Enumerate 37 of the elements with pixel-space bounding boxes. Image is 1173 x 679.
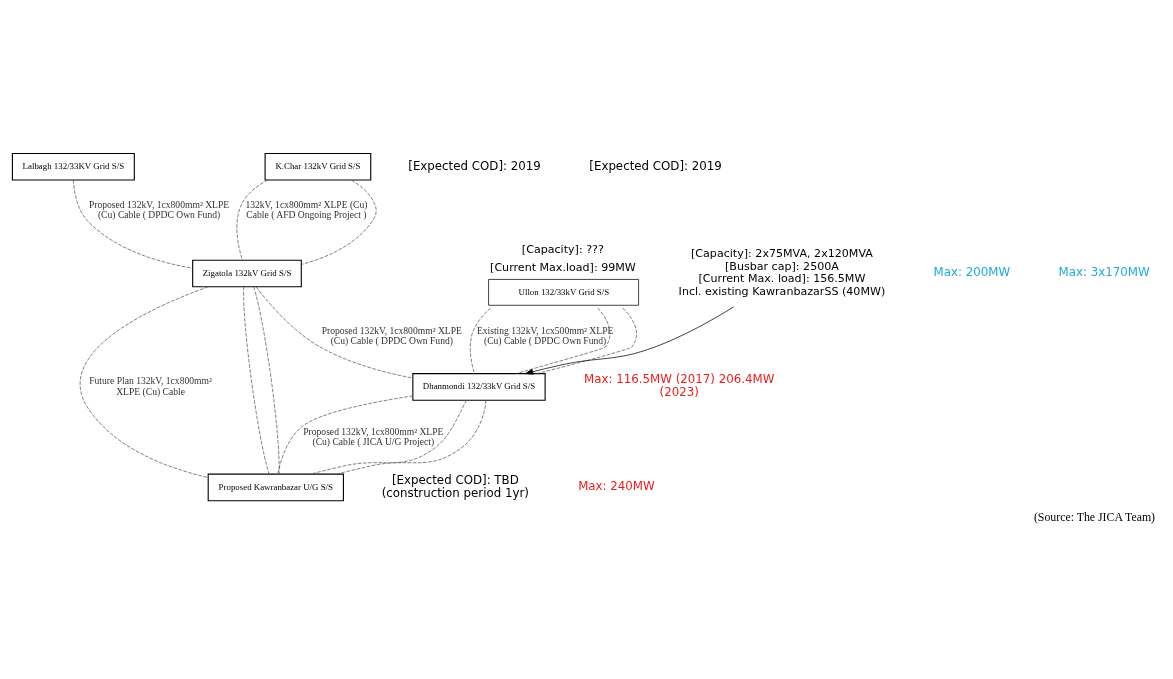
edge-label: Future Plan 132kV, 1cx800mm² XLPE (Cu) Cable: [89, 374, 212, 397]
label: Max: 240MW: [578, 478, 655, 493]
label: Max: 200MW: [933, 264, 1011, 279]
connector: [73, 179, 193, 268]
connector: [243, 286, 270, 474]
label: [Expected COD]: TBD (construction period 1yr): [381, 472, 529, 500]
node-label: [Current Max.load]: 99MW: [490, 260, 636, 274]
node-box: Lalbagh 132/33KV Grid S/S: [11, 152, 135, 181]
arrow: [525, 306, 735, 375]
edge-label: Proposed 132kV, 1cx800mm² XLPE (Cu) Cable ( JICA U/G Project): [303, 425, 444, 447]
connector: [255, 286, 414, 378]
connector: [277, 395, 414, 474]
connector: [236, 179, 269, 260]
edge-label: 132kV, 1cx800mm² XLPE (Cu) Cable ( AFD Ongoing Project ): [245, 198, 368, 220]
label: [Expected COD]: 2019: [589, 158, 722, 173]
label: [Expected COD]: 2019: [408, 158, 541, 173]
node-box: Dhanmondi 132/33kV Grid S/S: [412, 372, 546, 401]
node-box: Proposed Kawranbazar U/G S/S: [207, 473, 344, 501]
label: Max: 3x170MW: [1058, 264, 1150, 279]
caption: (Source: The JICA Team): [1033, 509, 1156, 524]
connector: [536, 307, 637, 374]
node-box: Ullon 132/33kV Grid S/S: [488, 278, 639, 306]
node-box: K.Char 132kV Grid S/S: [264, 152, 372, 181]
connector: [469, 307, 491, 374]
node-box: Zigatola 132kV Grid S/S: [192, 259, 302, 287]
node-label: [Capacity]: ???: [521, 242, 604, 256]
connector: [301, 179, 377, 265]
connector: [336, 399, 487, 474]
connector: [515, 307, 611, 374]
label: Max: 116.5MW (2017) 206.4MW (2023): [584, 371, 775, 399]
edge-label: Proposed 132kV, 1cx800mm² XLPE (Cu) Cable ( DPDC Own Fund): [88, 198, 230, 220]
connector: [253, 286, 280, 474]
edge-label: Proposed 132kV, 1cx800mm² XLPE (Cu) Cable ( DPDC Own Fund): [321, 324, 462, 346]
edge-label: Existing 132kV, 1cx500mm² XLPE (Cu) Cable ( DPDC Own Fund): [476, 324, 614, 346]
node-text: [Capacity]: 2x75MVA, 2x120MVA [Busbar cap]: 2500A [Current Max. load]: 156.5MW Incl. existing KawranbazarSS (40MW): [678, 246, 886, 298]
connector: [310, 399, 467, 474]
connector: [79, 285, 209, 478]
